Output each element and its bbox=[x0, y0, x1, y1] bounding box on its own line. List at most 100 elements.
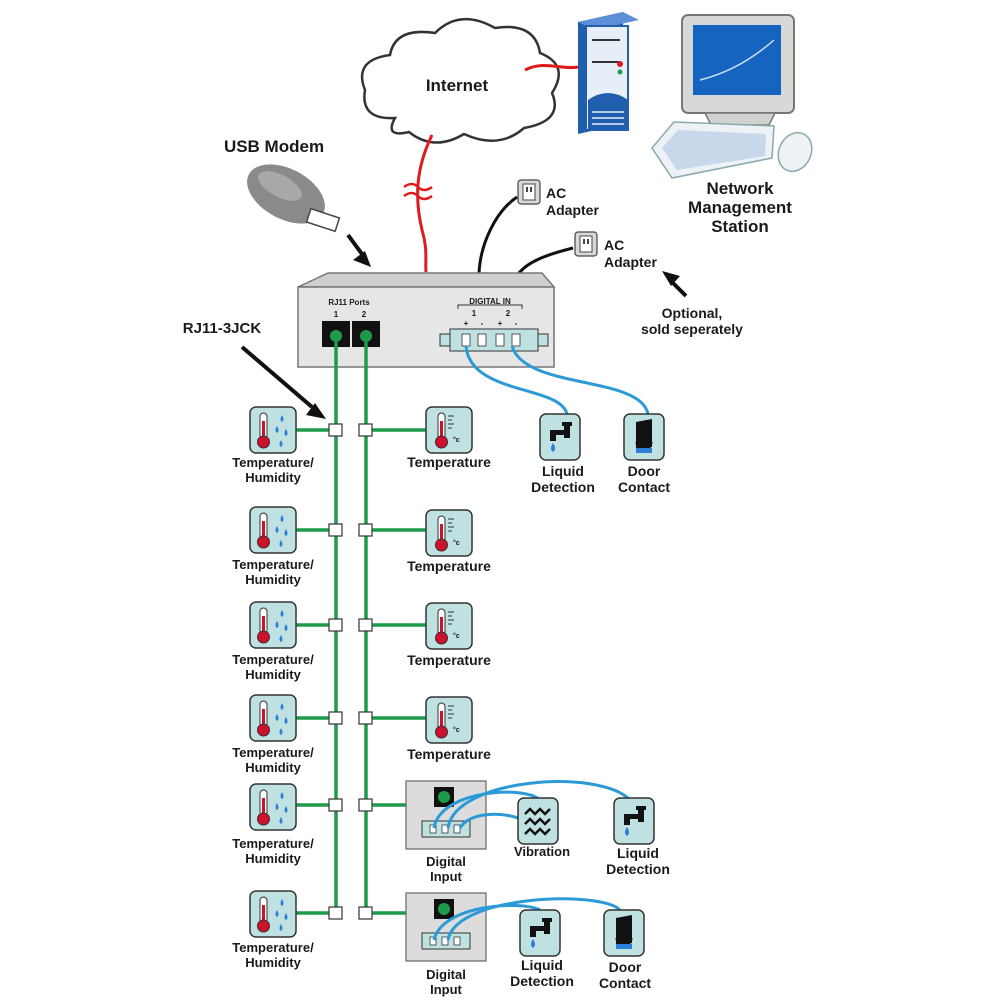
rj11-coupler bbox=[358, 798, 373, 812]
temp-hum-label-line2: Humidity bbox=[245, 470, 301, 485]
liquid-detection-icon bbox=[519, 909, 561, 957]
rj11-3jck-arrow-icon bbox=[240, 345, 326, 419]
door-label-line2: Contact bbox=[599, 975, 651, 991]
temp-hum-label-line2: Humidity bbox=[245, 955, 301, 970]
nms-label-line3: Station bbox=[711, 217, 769, 236]
vibration-label: Vibration bbox=[514, 844, 570, 859]
digital-input-label-line2: Input bbox=[430, 869, 462, 884]
liquid-top-label-line1: Liquid bbox=[542, 463, 584, 479]
temp-humidity-sensor-icon bbox=[249, 506, 297, 554]
temp-hum-label-line1: Temperature/ bbox=[232, 745, 314, 760]
nms-label-line2: Management bbox=[688, 198, 792, 217]
celsius-mark: °c bbox=[453, 436, 460, 444]
link-break-icon bbox=[403, 182, 433, 201]
temp-hum-label-line1: Temperature/ bbox=[232, 652, 314, 667]
door-contact-icon-top bbox=[622, 412, 666, 462]
temperature-label: Temperature bbox=[407, 652, 491, 668]
rj11-coupler bbox=[358, 711, 373, 725]
rj11-coupler bbox=[328, 798, 343, 812]
temp-hum-label-line2: Humidity bbox=[245, 760, 301, 775]
ac-adapter-2-label-line1: AC bbox=[604, 237, 624, 253]
usb-arrow-icon bbox=[346, 233, 371, 267]
digital-in-2-label: 2 bbox=[506, 309, 511, 318]
temperature-label: Temperature bbox=[407, 746, 491, 762]
digital-input-module-icon bbox=[405, 892, 487, 962]
liquid-detection-icon-top bbox=[539, 413, 581, 461]
temp-hum-label-line1: Temperature/ bbox=[232, 836, 314, 851]
rj11-coupler bbox=[328, 711, 343, 725]
temp-humidity-sensor-icon bbox=[249, 694, 297, 742]
rj11-coupler bbox=[328, 523, 343, 537]
din-2-plus: + bbox=[498, 319, 503, 328]
monitoring-device: RJ11 Ports 1 2 DIGITAL IN 1 2 + - + - bbox=[297, 272, 556, 368]
temp-hum-label-line1: Temperature/ bbox=[232, 455, 314, 470]
temp-humidity-sensor-icon bbox=[249, 406, 297, 454]
door-label-line1: Door bbox=[609, 959, 642, 975]
temperature-sensor-icon bbox=[425, 406, 473, 454]
din-1-minus: - bbox=[481, 319, 484, 328]
optional-arrow-icon bbox=[662, 271, 688, 298]
temperature-label: Temperature bbox=[407, 454, 491, 470]
liquid-label-line2: Detection bbox=[510, 973, 574, 989]
temperature-sensor-icon bbox=[425, 602, 473, 650]
liquid-top-label-line2: Detection bbox=[531, 479, 595, 495]
digital-input-label-line2: Input bbox=[430, 982, 462, 997]
digital-input-label-line1: Digital bbox=[426, 967, 466, 982]
liquid-label-line1: Liquid bbox=[521, 957, 563, 973]
rj11-coupler bbox=[358, 523, 373, 537]
usb-modem-label: USB Modem bbox=[224, 137, 324, 156]
rj11-coupler bbox=[328, 618, 343, 632]
din-1-plus: + bbox=[464, 319, 469, 328]
din-wire-1 bbox=[464, 345, 569, 415]
vibration-sensor-icon bbox=[516, 796, 560, 846]
mouse-icon bbox=[777, 131, 813, 173]
ac-adapter-2-icon bbox=[574, 231, 598, 257]
din-2-minus: - bbox=[515, 319, 518, 328]
digital-input-label-line1: Digital bbox=[426, 854, 466, 869]
door-top-label-line1: Door bbox=[628, 463, 661, 479]
rj11-coupler bbox=[358, 423, 373, 437]
ac-adapter-1-label-line1: AC bbox=[546, 185, 566, 201]
temp-hum-label-line2: Humidity bbox=[245, 851, 301, 866]
power-cable-1 bbox=[477, 195, 518, 275]
door-contact-icon bbox=[602, 908, 646, 958]
keyboard-icon bbox=[651, 121, 775, 179]
internet-to-device-link bbox=[416, 134, 434, 273]
internet-label: Internet bbox=[426, 76, 489, 95]
power-cable-2 bbox=[517, 246, 574, 275]
rj11-ports-label: RJ11 Ports bbox=[328, 298, 370, 307]
temperature-label: Temperature bbox=[407, 558, 491, 574]
rj11-coupler bbox=[358, 618, 373, 632]
temp-humidity-sensor-icon bbox=[249, 783, 297, 831]
ac-adapter-1-label-line2: Adapter bbox=[546, 202, 599, 218]
temp-humidity-sensor-icon bbox=[249, 890, 297, 938]
rj11-coupler bbox=[358, 906, 373, 920]
port-1-label: 1 bbox=[334, 310, 339, 319]
server-tower-icon bbox=[578, 12, 639, 134]
din-wire-2 bbox=[510, 345, 650, 415]
digital-in-label: DIGITAL IN bbox=[469, 297, 511, 306]
rj11-coupler bbox=[328, 906, 343, 920]
digital-input-module-icon bbox=[405, 780, 487, 850]
celsius-mark: °c bbox=[453, 539, 460, 547]
port-2-label: 2 bbox=[362, 310, 367, 319]
liquid-label-line1: Liquid bbox=[617, 845, 659, 861]
temp-humidity-sensor-icon bbox=[249, 601, 297, 649]
temperature-sensor-icon bbox=[425, 509, 473, 557]
celsius-mark: °c bbox=[453, 726, 460, 734]
usb-modem-icon bbox=[247, 164, 341, 233]
ac-adapter-1-icon bbox=[517, 179, 541, 205]
celsius-mark: °c bbox=[453, 632, 460, 640]
ac-adapter-2-label-line2: Adapter bbox=[604, 254, 657, 270]
nms-label-line1: Network bbox=[706, 179, 774, 198]
optional-label-line2: sold seperately bbox=[641, 321, 743, 337]
digital-in-1-label: 1 bbox=[472, 309, 477, 318]
internet-cloud: Internet bbox=[360, 17, 560, 144]
liquid-detection-icon bbox=[613, 797, 655, 845]
rj11-coupler bbox=[328, 423, 343, 437]
internet-to-nms-link bbox=[524, 63, 579, 72]
temp-hum-label-line1: Temperature/ bbox=[232, 940, 314, 955]
door-top-label-line2: Contact bbox=[618, 479, 670, 495]
temp-hum-label-line2: Humidity bbox=[245, 667, 301, 682]
